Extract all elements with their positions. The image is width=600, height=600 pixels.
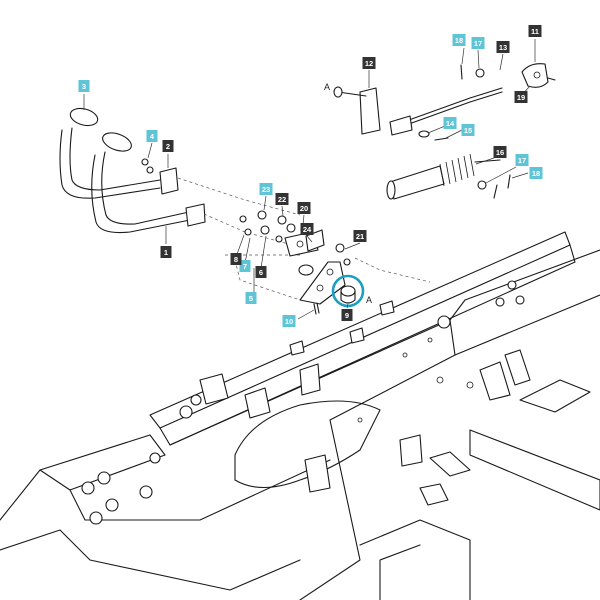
callout-tag-label: 5 — [249, 294, 253, 303]
callout-tag-box — [160, 246, 172, 258]
highlighted-part-ring — [331, 274, 365, 308]
callout-tag-c1: 1 — [160, 246, 172, 258]
callout-tag-label: 20 — [300, 204, 308, 213]
reference-letter-a-bottom: A — [366, 295, 372, 305]
callout-tag-label: 18 — [532, 169, 540, 178]
callout-tag-box — [146, 130, 158, 142]
callout-tags: 1234567891011121314151617171818192021222… — [78, 25, 543, 327]
callout-tag-c16: 16 — [493, 146, 507, 158]
callout-tag-c13: 13 — [496, 41, 510, 53]
linkage-assembly — [333, 63, 556, 200]
callout-tag-c17a: 17 — [471, 37, 485, 49]
callout-tag-label: 21 — [356, 232, 364, 241]
callout-tag-c9: 9 — [341, 309, 353, 321]
callout-tag-c18b: 18 — [529, 167, 543, 179]
callout-tag-box — [78, 80, 90, 92]
callout-tag-label: 8 — [234, 255, 238, 264]
callout-tag-c15: 15 — [461, 124, 475, 136]
callout-tag-label: 16 — [496, 148, 504, 157]
callout-tag-label: 23 — [262, 185, 270, 194]
callout-tag-label: 17 — [518, 156, 526, 165]
callout-tag-box — [282, 315, 296, 327]
callout-tag-box — [362, 57, 376, 69]
callout-tag-c19: 19 — [514, 91, 528, 103]
callout-tag-c20: 20 — [297, 202, 311, 214]
callout-tag-c6: 6 — [255, 266, 267, 278]
callout-tag-label: 7 — [243, 262, 247, 271]
callout-tag-box — [529, 167, 543, 179]
callout-tag-box — [515, 154, 529, 166]
callout-tag-label: 10 — [285, 317, 293, 326]
callout-tag-label: 11 — [531, 27, 539, 36]
callout-tag-label: 24 — [303, 225, 312, 234]
callout-tag-label: 19 — [517, 93, 525, 102]
callout-tag-c18a: 18 — [452, 34, 466, 46]
callout-tag-label: 15 — [464, 126, 472, 135]
callout-tag-box — [297, 202, 311, 214]
callout-tag-label: 2 — [166, 142, 170, 151]
callout-tag-box — [493, 146, 507, 158]
callout-tag-c12: 12 — [362, 57, 376, 69]
callout-tag-c24: 24 — [300, 223, 314, 235]
callout-tag-label: 12 — [365, 59, 373, 68]
callout-tag-box — [528, 25, 542, 37]
callout-tag-box — [471, 37, 485, 49]
callout-tag-c8: 8 — [230, 253, 242, 265]
callout-tag-box — [452, 34, 466, 46]
callout-tag-box — [245, 292, 257, 304]
callout-tag-label: 3 — [82, 82, 86, 91]
callout-tag-c7: 7 — [239, 260, 251, 272]
callout-tag-label: 17 — [474, 39, 482, 48]
callout-tag-box — [300, 223, 314, 235]
callout-tag-label: 6 — [259, 268, 263, 277]
callout-tag-c2: 2 — [162, 140, 174, 152]
callout-tag-c14: 14 — [443, 117, 457, 129]
callout-tag-label: 4 — [150, 132, 155, 141]
callout-tag-box — [239, 260, 251, 272]
callout-tag-box — [514, 91, 528, 103]
callout-tag-box — [259, 183, 273, 195]
callout-tag-label: 9 — [345, 311, 349, 320]
callout-tag-box — [255, 266, 267, 278]
callout-tag-box — [341, 309, 353, 321]
callout-tag-box — [275, 193, 289, 205]
callout-tag-box — [162, 140, 174, 152]
callout-tag-c23: 23 — [259, 183, 273, 195]
callout-tag-label: 22 — [278, 195, 286, 204]
chassis-frame — [0, 231, 600, 600]
callout-tag-box — [496, 41, 510, 53]
callout-tag-box — [353, 230, 367, 242]
callout-tag-c5: 5 — [245, 292, 257, 304]
callout-tag-label: 18 — [455, 36, 463, 45]
callout-tag-c21: 21 — [353, 230, 367, 242]
callout-tag-box — [461, 124, 475, 136]
callout-tag-label: 13 — [499, 43, 507, 52]
callout-tag-c4: 4 — [146, 130, 158, 142]
pivot-assembly — [239, 210, 365, 315]
callout-tag-c3: 3 — [78, 80, 90, 92]
callout-leaders — [83, 39, 536, 320]
callout-tag-c10: 10 — [282, 315, 296, 327]
callout-tag-label: 14 — [446, 119, 455, 128]
callout-tag-label: 1 — [164, 248, 168, 257]
callout-tag-c22: 22 — [275, 193, 289, 205]
callout-tag-box — [443, 117, 457, 129]
callout-tag-box — [230, 253, 242, 265]
callout-tag-c17b: 17 — [515, 154, 529, 166]
reference-letter-a-top: A — [324, 82, 330, 92]
pedal-assembly — [59, 107, 206, 234]
callout-tag-c11: 11 — [528, 25, 542, 37]
